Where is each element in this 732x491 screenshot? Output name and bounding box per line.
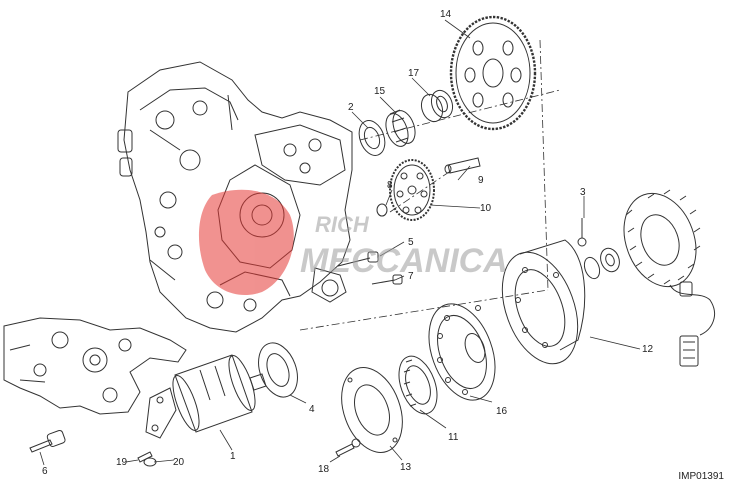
idler-gear <box>389 159 435 221</box>
callout-14: 14 <box>440 9 452 20</box>
callout-12: 12 <box>642 344 654 355</box>
callout-16: 16 <box>496 406 508 417</box>
bolt-6 <box>29 429 66 453</box>
idler-shaft <box>444 157 481 174</box>
ducati-shield-logo <box>198 189 294 296</box>
callout-15: 15 <box>374 86 386 97</box>
crankcase-lower-fragment <box>3 317 187 415</box>
callout-13: 13 <box>400 462 412 473</box>
callout-9: 9 <box>478 175 484 186</box>
washer-8 <box>376 203 388 217</box>
flywheel-rotor <box>501 239 586 365</box>
callout-18: 18 <box>318 464 330 475</box>
flywheel-hub <box>428 303 496 401</box>
bolt-7 <box>371 274 403 285</box>
callout-2: 2 <box>348 102 354 113</box>
callout-8: 8 <box>387 180 393 191</box>
roller-bearing <box>385 109 416 147</box>
leader-lines <box>39 19 641 466</box>
callout-3: 3 <box>580 187 586 198</box>
callouts: 14 17 15 2 9 8 10 5 7 3 12 16 11 13 18 4… <box>42 9 654 477</box>
gasket-2 <box>358 120 386 156</box>
cover-gasket <box>341 367 403 453</box>
drawing-reference-code: IMP01391 <box>678 471 724 482</box>
bolt-5 <box>337 251 379 267</box>
callout-4: 4 <box>309 404 315 415</box>
callout-19: 19 <box>116 457 128 468</box>
assembly-lines <box>299 39 561 331</box>
screw-18 <box>335 438 361 457</box>
watermark-line1: RICH <box>315 212 370 237</box>
rotor-washer <box>583 256 601 280</box>
callout-20: 20 <box>173 457 185 468</box>
bushing <box>420 89 454 123</box>
stator <box>623 189 715 367</box>
callout-10: 10 <box>480 203 492 214</box>
starter-gasket <box>258 342 298 398</box>
starter-large-gear <box>449 15 537 131</box>
freewheel <box>398 355 438 415</box>
callout-11: 11 <box>448 432 459 443</box>
callout-17: 17 <box>408 68 420 79</box>
bolt-19 <box>137 451 153 463</box>
callout-6: 6 <box>42 466 48 477</box>
screw-3 <box>577 218 587 247</box>
starter-motor <box>145 354 267 439</box>
callout-7: 7 <box>408 271 414 282</box>
rotor-nut <box>600 247 620 273</box>
watermark-line2: MECCANICA <box>300 242 508 280</box>
callout-5: 5 <box>408 237 414 248</box>
callout-1: 1 <box>230 451 236 462</box>
watermark: RICH MECCANICA <box>198 189 508 296</box>
